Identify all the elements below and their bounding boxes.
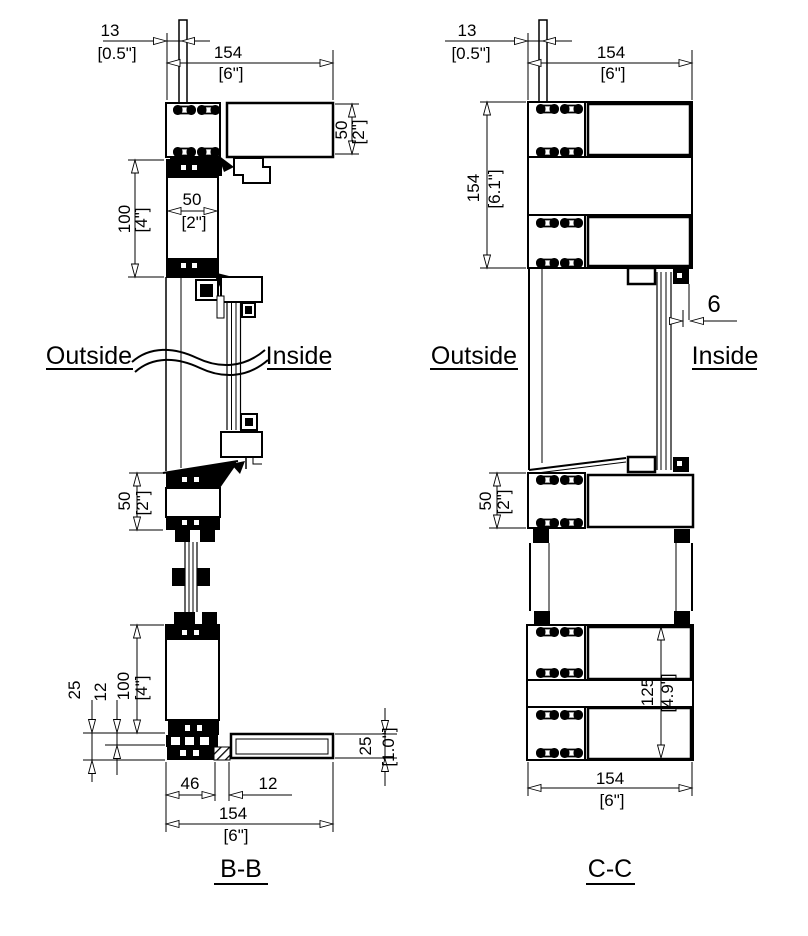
bb-break-lines xyxy=(131,348,269,377)
bb-vent-top xyxy=(195,272,263,319)
cc-dim-anchor-mm: 13 xyxy=(458,21,477,40)
bb-section-label: B-B xyxy=(220,855,262,883)
bb-sill-wedge xyxy=(166,461,236,488)
bb-dim-sillh-mm: 50 xyxy=(115,492,134,511)
section-bb: 13 [0.5"] 154 [6"] 50 [2"] 100 [4"] 50 [… xyxy=(46,19,398,885)
cc-dim-topw-mm: 154 xyxy=(597,43,625,62)
cc-dim-botw-in: [6"] xyxy=(600,791,625,810)
bb-dim-transomw-in: [2"] xyxy=(182,213,207,232)
bb-outside-label: Outside xyxy=(46,342,132,370)
cc-bottom-frame xyxy=(526,624,694,761)
cc-section-label: C-C xyxy=(588,855,632,883)
bb-dim-sillh-in: [2"] xyxy=(133,491,152,516)
cc-dim-bottomh-mm: 125 xyxy=(638,678,657,706)
cc-dim-topw-in: [6"] xyxy=(601,64,626,83)
bb-glass-upper xyxy=(226,303,242,430)
bb-dim-anchor-in: [0.5"] xyxy=(97,44,136,63)
bb-bottom-frame xyxy=(165,624,231,761)
bb-dimensions: 13 [0.5"] 154 [6"] 50 [2"] 100 [4"] 50 [… xyxy=(65,21,398,845)
bb-side-labels: Outside Inside xyxy=(46,342,332,370)
cc-head-box-lower xyxy=(586,215,692,268)
bb-flashing xyxy=(229,732,335,760)
cc-inside-label: Inside xyxy=(692,342,759,370)
bb-dim-topw-mm: 154 xyxy=(214,43,242,62)
cc-head-box-upper xyxy=(586,102,692,157)
bb-dim-bottomh-in: [4"] xyxy=(132,676,151,701)
bb-dim-transomw-mm: 50 xyxy=(183,190,202,209)
cc-dim-glass-mm: 6 xyxy=(707,291,720,318)
cc-jamb-lower xyxy=(529,529,693,625)
bb-vent-bottom-rail xyxy=(220,431,263,458)
bb-vent-top-rail xyxy=(220,276,263,303)
bb-dim-topw-in: [6"] xyxy=(219,64,244,83)
cc-bottom-box-lower xyxy=(586,706,693,761)
cc-glazing-bead-bottom xyxy=(626,455,657,474)
bb-dim-transomh-in: [4"] xyxy=(132,208,151,233)
cc-anchor-strap xyxy=(538,19,548,109)
cc-dim-anchor-in: [0.5"] xyxy=(451,44,490,63)
bb-sill xyxy=(162,460,239,542)
bb-dim-botw-mm: 154 xyxy=(219,804,247,823)
bb-dim-headh-mm: 50 xyxy=(332,121,351,140)
bb-dim-flash-in: [1.0"] xyxy=(379,727,398,766)
cc-dim-sillh-in: [2"] xyxy=(494,490,513,515)
bb-dim-botw-in: [6"] xyxy=(224,826,249,845)
bb-dim-transomh-mm: 100 xyxy=(115,205,134,233)
bb-face-lines xyxy=(165,277,182,471)
bb-dim-headh-in: [2"] xyxy=(349,120,368,145)
cc-jamb-upper xyxy=(528,266,690,470)
bb-dim-flash-mm: 25 xyxy=(356,737,375,756)
cc-dim-botw-mm: 154 xyxy=(596,769,624,788)
bb-dim-bottomh-mm: 100 xyxy=(114,672,133,700)
bb-meeting-stile xyxy=(172,542,217,625)
cc-dim-headh-mm: 154 xyxy=(464,174,483,202)
section-cc: 13 [0.5"] 154 [6"] 154 [6.1"] 6 50 [2"] … xyxy=(430,19,758,885)
cc-head-assembly xyxy=(527,101,693,269)
cc-sill-box xyxy=(586,473,695,529)
cc-sill xyxy=(527,455,695,529)
cc-glass xyxy=(656,272,672,470)
cc-outside-label: Outside xyxy=(431,342,517,370)
cc-bottom-box-upper xyxy=(586,625,693,681)
bb-dim-gap-mm: 12 xyxy=(259,774,278,793)
cc-dim-bottomh-in: [4.9"] xyxy=(658,673,677,712)
bb-dim-step-mm: 12 xyxy=(91,683,110,702)
cc-side-labels: Outside Inside xyxy=(430,342,758,370)
bb-head-bracket xyxy=(233,157,271,184)
cc-dim-sillh-mm: 50 xyxy=(476,492,495,511)
bb-transom xyxy=(166,159,219,278)
bb-inside-label: Inside xyxy=(266,342,333,370)
bb-head-back-box xyxy=(225,101,335,159)
cc-dim-headh-in: [6.1"] xyxy=(485,169,504,208)
cc-glazing-bead-top xyxy=(626,266,657,286)
bb-dim-inset-mm: 46 xyxy=(181,774,200,793)
bb-dim-subsill-mm: 25 xyxy=(65,681,84,700)
bb-anchor-strap xyxy=(178,19,188,109)
cc-dimensions: 13 [0.5"] 154 [6"] 154 [6.1"] 6 50 [2"] … xyxy=(445,21,737,810)
bb-dim-anchor-mm: 13 xyxy=(101,21,120,40)
bb-leader-arrow-top xyxy=(218,155,234,172)
bb-hatch-patch xyxy=(213,746,231,761)
